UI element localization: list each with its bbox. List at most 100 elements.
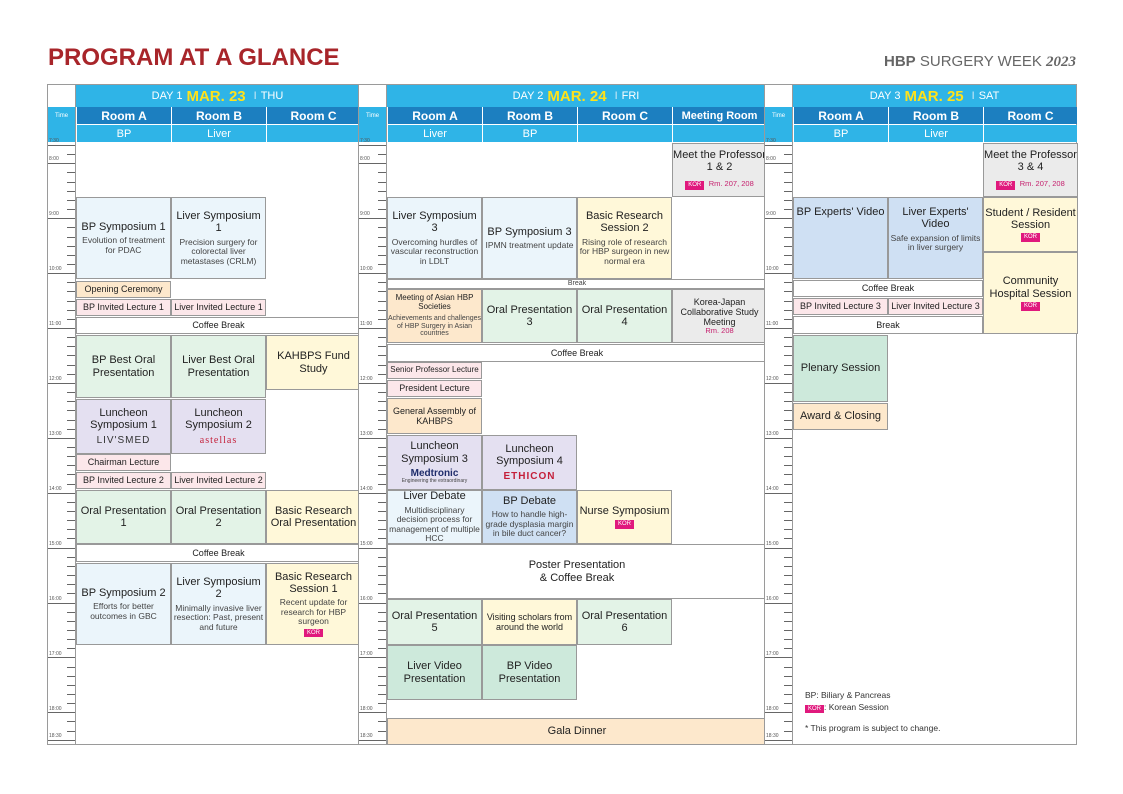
session-block[interactable]: Oral Presentation 1: [76, 490, 171, 544]
session-block[interactable]: BP Invited Lecture 2: [76, 472, 171, 489]
time-tick: [378, 611, 386, 613]
session-block[interactable]: Gala Dinner: [387, 718, 767, 745]
time-tick: [784, 456, 792, 458]
session-block[interactable]: Coffee Break: [387, 344, 767, 362]
room-a-header: Room A: [793, 107, 888, 124]
time-label: 18:00: [49, 706, 62, 712]
time-tick: [48, 602, 75, 604]
meeting-room-header: Meeting Room: [672, 107, 766, 124]
time-tick: [784, 675, 792, 677]
time-tick: [765, 712, 792, 714]
session-block[interactable]: Liver Invited Lecture 1: [171, 299, 266, 316]
time-tick: [784, 364, 792, 366]
time-tick: [784, 584, 792, 586]
time-tick: [378, 556, 386, 558]
time-tick: [48, 739, 75, 741]
session-block[interactable]: Senior Professor Lecture: [387, 362, 482, 379]
session-block[interactable]: Oral Presentation 2: [171, 490, 266, 544]
time-tick: [378, 629, 386, 631]
session-block[interactable]: Coffee Break: [76, 544, 361, 562]
time-label: 10:00: [766, 266, 779, 272]
session-block[interactable]: Coffee Break: [76, 317, 361, 334]
time-tick: [784, 529, 792, 531]
time-label: 7:30: [360, 138, 370, 144]
time-tick: [378, 474, 386, 476]
time-tick: [378, 181, 386, 183]
session-block[interactable]: General Assembly of KAHBPS: [387, 398, 482, 434]
session-block[interactable]: Chairman Lecture: [76, 454, 171, 471]
session-block[interactable]: Basic Research Oral Presentation: [266, 490, 361, 544]
time-tick: [378, 263, 386, 265]
session-block[interactable]: KAHBPS Fund Study: [266, 335, 361, 390]
kor-badge: KOR: [996, 181, 1016, 191]
session-block[interactable]: Break: [387, 279, 767, 289]
time-tick: [784, 483, 792, 485]
time-tick: [48, 145, 75, 146]
time-label: 11:00: [360, 321, 373, 327]
session-block[interactable]: Coffee Break: [793, 280, 983, 297]
time-label: 10:00: [49, 266, 62, 272]
time-label: 14:00: [766, 486, 779, 492]
session-block[interactable]: Plenary Session: [793, 335, 888, 402]
time-tick: [359, 602, 386, 604]
session-block[interactable]: Break: [793, 316, 983, 334]
session-block[interactable]: BP Best Oral Presentation: [76, 335, 171, 398]
time-tick: [378, 520, 386, 522]
time-label: 9:00: [360, 211, 370, 217]
time-header: Time: [765, 107, 792, 142]
session-block[interactable]: Visiting scholars from around the world: [482, 599, 577, 645]
session-block[interactable]: Liver Invited Lecture 3: [888, 298, 983, 315]
session-block[interactable]: Poster Presentation& Coffee Break: [387, 544, 767, 599]
session-block[interactable]: Liver Invited Lecture 2: [171, 472, 266, 489]
session-block[interactable]: Oral Presentation 4: [577, 289, 672, 343]
time-tick: [67, 639, 75, 641]
session-block[interactable]: Oral Presentation 5: [387, 599, 482, 645]
session-block[interactable]: Oral Presentation 3: [482, 289, 577, 343]
change-note: * This program is subject to change.: [805, 723, 941, 733]
time-tick: [765, 657, 792, 659]
session-block[interactable]: BP Invited Lecture 3: [793, 298, 888, 315]
session-block[interactable]: Liver Video Presentation: [387, 645, 482, 700]
session-block[interactable]: Liver Best Oral Presentation: [171, 335, 266, 398]
track-bp: BP: [482, 125, 577, 142]
time-tick: [67, 529, 75, 531]
session-block[interactable]: Opening Ceremony: [76, 281, 171, 298]
time-tick: [48, 712, 75, 714]
session-block[interactable]: Award & Closing: [793, 403, 888, 430]
time-label: 18:00: [360, 706, 373, 712]
time-label: 15:00: [766, 541, 779, 547]
session-block[interactable]: President Lecture: [387, 380, 482, 397]
session-block[interactable]: BP Experts' Video: [793, 197, 888, 279]
time-tick: [378, 392, 386, 394]
session-block[interactable]: BP Video Presentation: [482, 645, 577, 700]
session-block[interactable]: Oral Presentation 6: [577, 599, 672, 645]
time-tick: [67, 318, 75, 320]
time-label: 17:00: [49, 651, 62, 657]
time-tick: [378, 245, 386, 247]
session-block[interactable]: BP Invited Lecture 1: [76, 299, 171, 316]
time-tick: [67, 419, 75, 421]
time-tick: [359, 492, 386, 494]
